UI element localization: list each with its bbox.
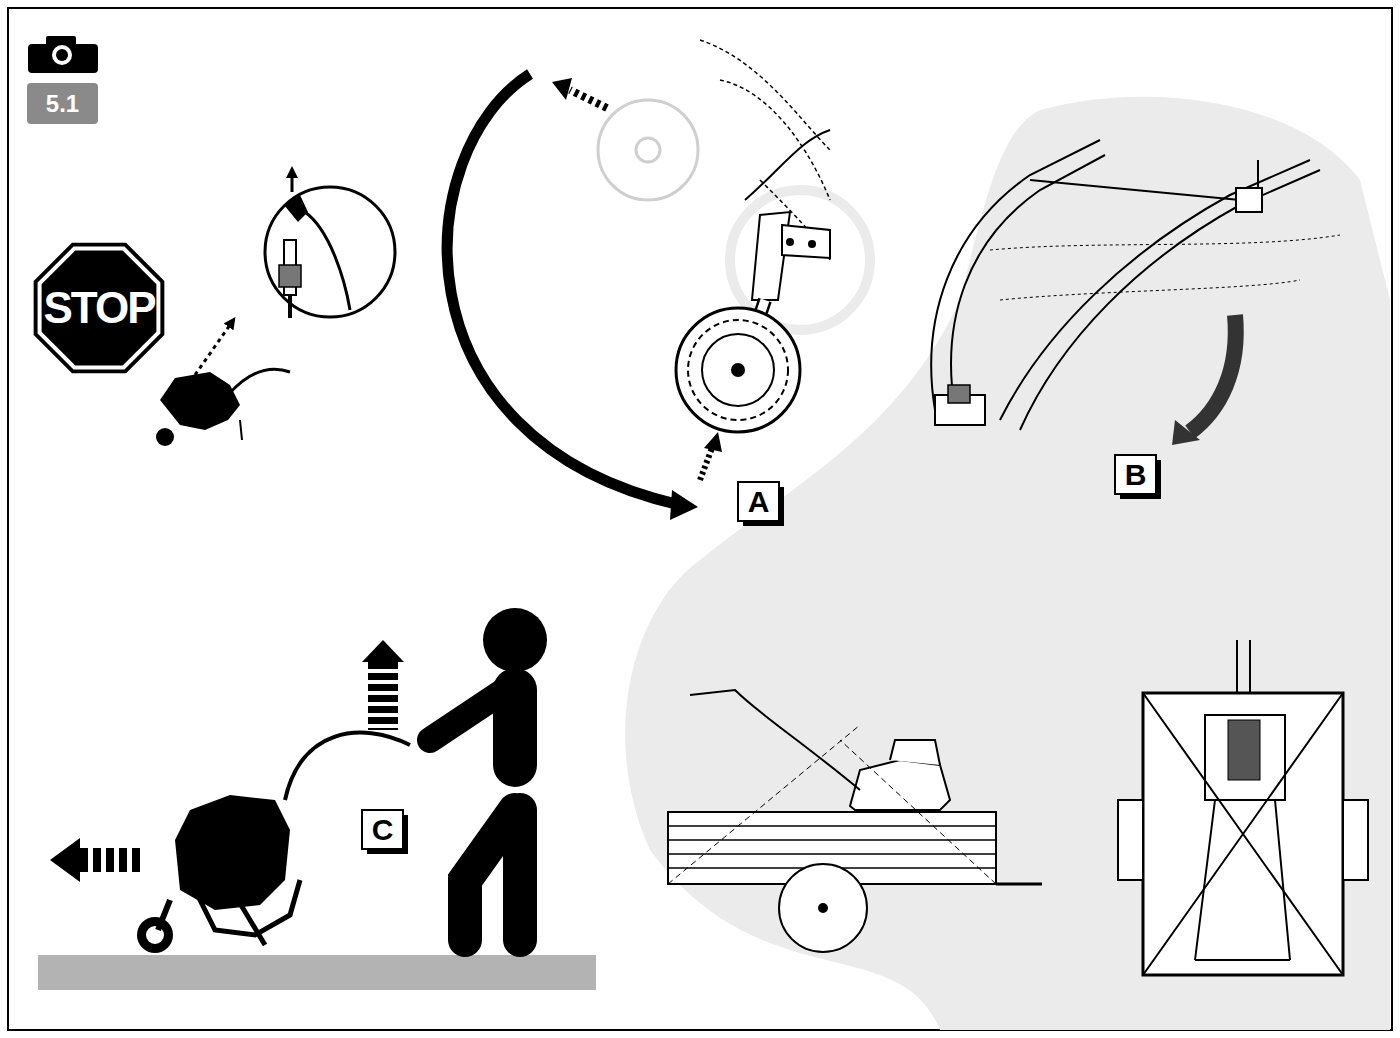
tiller-silhouette [156,428,174,446]
camera-icon [28,44,98,73]
trailer-hitch [996,883,1042,886]
octagon-border [40,249,159,368]
figure-number-text: 5.1 [46,90,79,118]
throttle-lever [1257,160,1259,188]
bolt [786,238,794,246]
rotation-arrow [447,74,680,505]
lift-arrow [368,662,398,730]
machine-top-view [1228,720,1260,780]
handlebar [1000,160,1310,420]
handlebar [931,140,1100,410]
lift-arrow [291,172,294,192]
wheel-ghost [598,100,698,200]
wheel-rim [702,334,774,406]
plug-wire [305,212,350,310]
wheel-ghost [636,138,660,162]
handle-clamp [948,385,970,403]
tag-box [738,482,779,521]
fold-arrow [1190,315,1236,432]
pointer-arrow [195,322,232,375]
tiller-wheel [137,917,173,953]
step-label: C [362,810,406,852]
push-arrow [80,848,140,872]
trailer-wheel [1343,800,1368,880]
dashed-arrow [704,432,722,452]
stop-sign: STOP [33,242,165,374]
handlebar [1020,170,1320,430]
step-label: B [1115,455,1159,497]
camera-icon [46,36,76,46]
trailer-drawbar [1249,640,1251,693]
stop-text: STOP [43,283,154,333]
magnifier-circle [265,187,395,317]
tiller-body [175,795,290,910]
camera-icon [56,49,68,61]
machine-on-trailer [890,740,940,765]
person-arm [430,690,505,740]
person-head [483,608,547,672]
rotation-arrow [670,490,698,520]
step-letter: C [372,813,394,847]
trailer-drawbar [1236,640,1238,693]
wheel [676,308,800,432]
fold-arrow [1172,420,1200,445]
spark-plug [288,295,292,318]
tiller-silhouette [240,420,242,440]
machine-top-view [1205,715,1285,800]
machine-handle [690,690,860,790]
spark-plug [279,265,301,287]
wheel-hub [731,363,745,377]
arrow-gap [540,62,555,70]
push-arrow [50,838,80,882]
wheel-tread [688,320,788,420]
wheel-bracket [782,225,830,258]
trailer-wheel [818,903,828,913]
handlebar-crossbar [1030,180,1240,200]
camera-icon [52,45,72,65]
step-letter: A [748,485,770,519]
trailer-top-view [1143,693,1343,975]
figure-number: 5.1 [27,83,98,124]
tag-box [362,810,403,849]
frame [8,8,1392,1030]
tiller-tines [190,880,300,945]
throttle-lever [1236,188,1262,212]
wheel-arm [158,900,170,930]
tiller-outline [745,130,830,200]
tie-down-strap [1143,693,1343,975]
tag-box [1115,455,1156,494]
person-legs [465,810,520,940]
tiller-silhouette [160,372,240,430]
tiller-handle [285,733,410,800]
trailer-slats [668,826,996,868]
ground [38,955,596,990]
plug-cap [284,195,308,222]
bolt [808,240,816,248]
trailer-wheel [779,864,867,952]
machine-on-trailer [850,760,950,810]
octagon-outer [34,243,165,374]
tiller-silhouette [228,369,290,395]
trailer-wheel [1118,800,1143,880]
lift-arrow [362,640,404,662]
step-label: A [738,482,782,524]
watermark [625,97,1390,1030]
step-letter: B [1125,458,1147,492]
dashed-arrow [552,78,572,100]
tie-down-strap [668,725,996,884]
dashed-arrow [700,448,712,480]
handlebar-ghost [990,235,1340,300]
badge-fill [27,83,98,124]
dashed-arrow [570,90,607,108]
